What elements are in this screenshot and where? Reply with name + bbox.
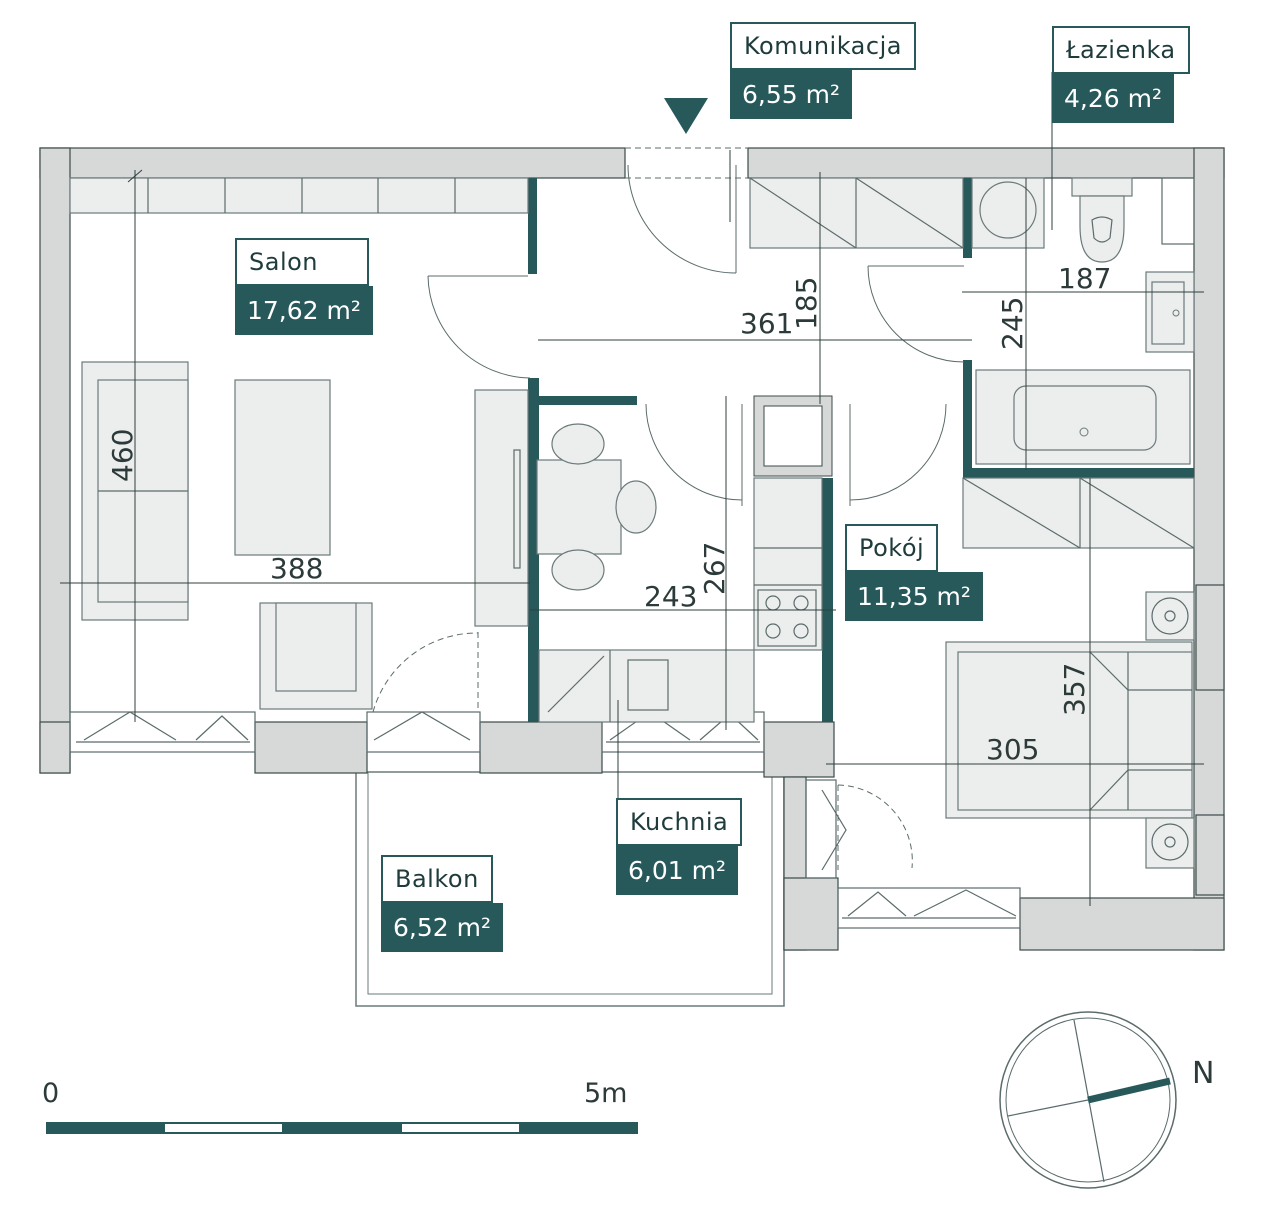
- room-name: Komunikacja: [730, 22, 916, 70]
- room-area: 6,52 m²: [381, 903, 503, 952]
- entrance-arrow-icon: [664, 98, 708, 134]
- windows: [69, 177, 1195, 929]
- wardrobes: [69, 177, 1195, 549]
- doors: [372, 164, 965, 879]
- bathroom-fixtures: [971, 177, 1195, 465]
- dimension-lines: [60, 72, 1204, 906]
- room-area: 17,62 m²: [235, 286, 373, 335]
- entrance: [625, 98, 748, 179]
- room-label-pokoj: Pokój 11,35 m²: [845, 524, 983, 621]
- dim-corridor-width: 361: [740, 307, 793, 340]
- room-area: 6,55 m²: [730, 70, 852, 119]
- room-name: Salon: [235, 238, 369, 286]
- room-name: Balkon: [381, 855, 493, 903]
- compass-north-label: N: [1192, 1056, 1215, 1091]
- dim-salon-height: 460: [106, 429, 139, 482]
- dimension-labels: 460 388 361 185 187 245 243 267 357 305: [106, 262, 1111, 766]
- outer-walls: [39, 147, 1225, 951]
- bedroom-furniture: [945, 591, 1195, 869]
- kitchen-furniture: [536, 423, 823, 723]
- room-area: 4,26 m²: [1052, 74, 1174, 123]
- dim-kitchen-height: 267: [698, 542, 731, 595]
- room-name: Pokój: [845, 524, 939, 572]
- room-area: 11,35 m²: [845, 572, 983, 621]
- scale-bar: [46, 1122, 638, 1134]
- room-label-komunikacja: Komunikacja 6,55 m²: [730, 22, 916, 119]
- room-name: Łazienka: [1052, 26, 1190, 74]
- scale-start: 0: [42, 1078, 60, 1109]
- dim-corridor-height: 185: [790, 277, 823, 330]
- salon-furniture: [81, 361, 529, 710]
- dim-salon-width: 388: [270, 552, 323, 585]
- room-label-balkon: Balkon 6,52 m²: [381, 855, 503, 952]
- room-area: 6,01 m²: [616, 846, 738, 895]
- room-name: Kuchnia: [616, 798, 743, 846]
- interior-walls: [528, 178, 1194, 722]
- dim-room-width: 305: [986, 733, 1039, 766]
- room-label-kuchnia: Kuchnia 6,01 m²: [616, 798, 743, 895]
- compass-icon: [999, 1011, 1177, 1189]
- room-label-salon: Salon 17,62 m²: [235, 238, 373, 335]
- dim-room-height: 357: [1058, 663, 1091, 716]
- room-label-lazienka: Łazienka 4,26 m²: [1052, 26, 1190, 123]
- dim-kitchen-width: 243: [644, 580, 697, 613]
- scale-end: 5m: [584, 1078, 628, 1109]
- dim-bath-width: 187: [1058, 262, 1111, 295]
- dim-bath-height: 245: [996, 297, 1029, 350]
